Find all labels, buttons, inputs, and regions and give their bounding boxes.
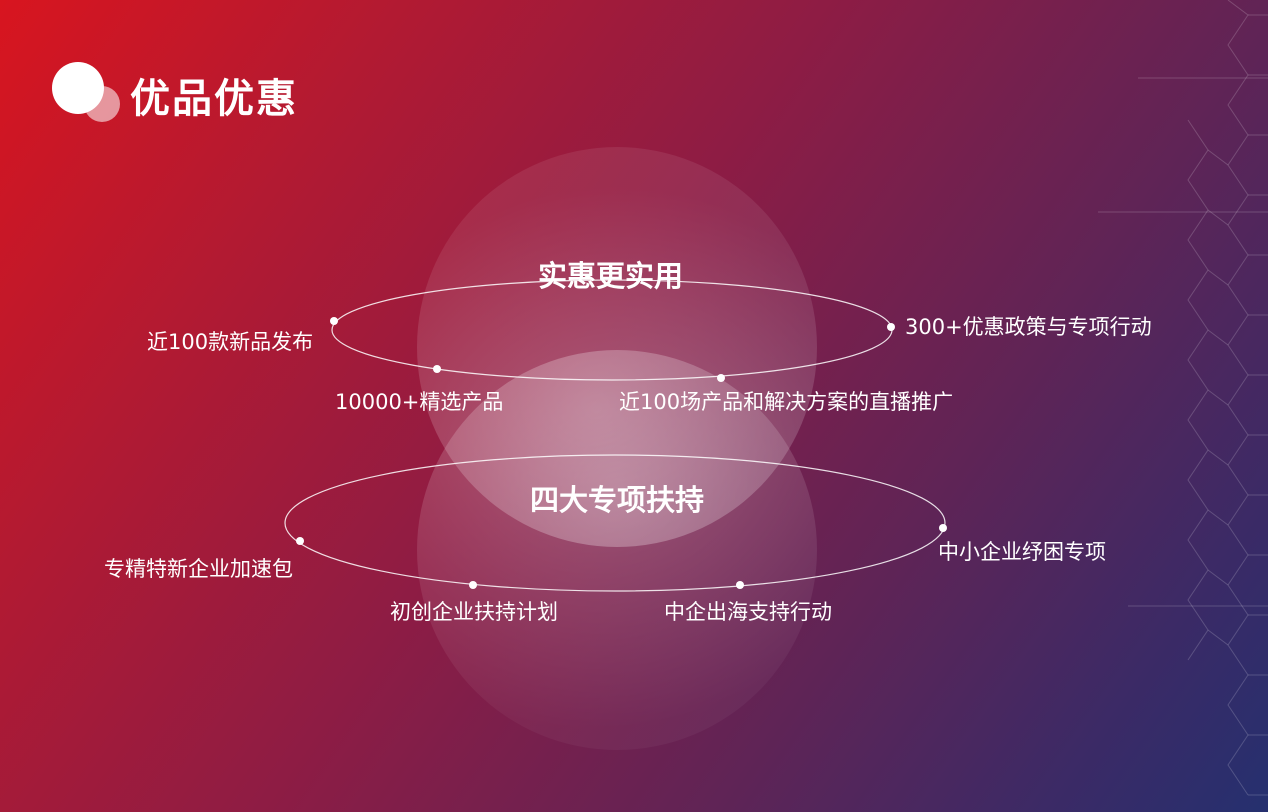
bottom-orbit-ring	[284, 454, 946, 592]
top-ring-dot	[330, 317, 338, 325]
top-ring-dot	[887, 323, 895, 331]
bottom-ring-item-startup-support: 初创企业扶持计划	[390, 600, 558, 624]
top-ring-item-new-products: 近100款新品发布	[147, 330, 314, 354]
bottom-ring-item-overseas: 中企出海支持行动	[664, 600, 832, 624]
bottom-ring-dot	[736, 581, 744, 589]
bottom-ring-heading: 四大专项扶持	[530, 483, 705, 517]
bottom-sphere	[417, 350, 817, 750]
page-title: 优品优惠	[130, 76, 298, 122]
top-ring-heading: 实惠更实用	[538, 259, 684, 293]
top-ring-item-policies: 300+优惠政策与专项行动	[905, 315, 1152, 339]
top-ring-dot	[717, 374, 725, 382]
top-ring-item-selected-products: 10000+精选产品	[335, 390, 504, 414]
top-ring-dot	[433, 365, 441, 373]
bottom-ring-dot	[469, 581, 477, 589]
bottom-ring-item-accelerator: 专精特新企业加速包	[104, 557, 293, 581]
bottom-ring-item-sme-relief: 中小企业纾困专项	[938, 540, 1106, 564]
circle-logo-accent-icon	[84, 86, 120, 122]
hexagon-pattern	[1098, 0, 1268, 796]
bottom-ring-dot	[296, 537, 304, 545]
bottom-ring-dot	[939, 524, 947, 532]
top-ring-item-livestream: 近100场产品和解决方案的直播推广	[619, 390, 954, 414]
